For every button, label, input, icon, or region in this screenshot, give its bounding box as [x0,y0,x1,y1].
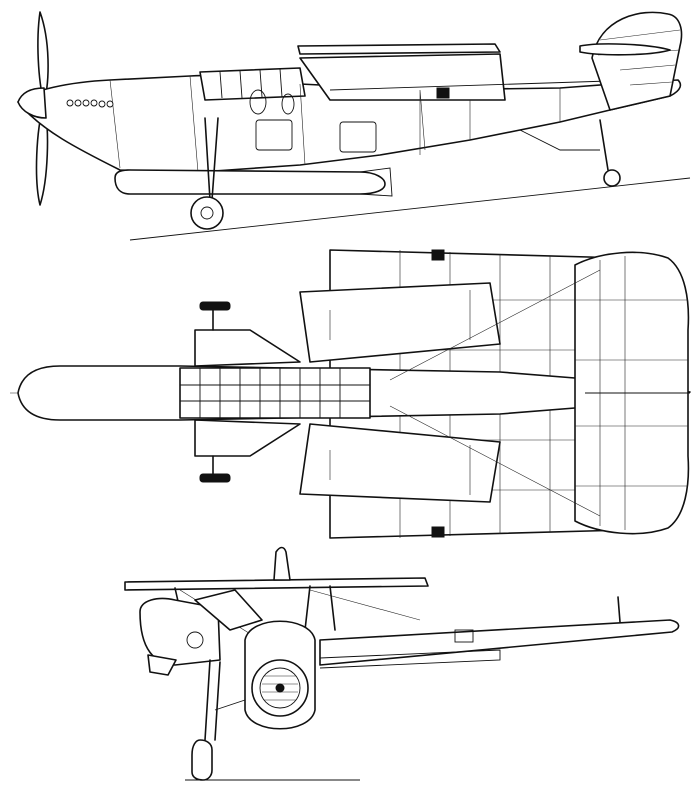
top-view [10,249,691,539]
top-wheel-upper [199,301,231,311]
side-propeller [35,11,49,206]
side-tailplane [579,43,671,56]
side-torpedo [114,169,386,195]
side-spinner [17,87,47,119]
side-folded-wing [299,53,506,101]
top-folded-wing-lower [299,423,501,503]
side-view [17,11,691,241]
front-wing-fold-fairing [139,597,221,666]
side-fuselage [17,74,682,173]
top-wing-root-lower [194,419,301,457]
top-folded-wing-upper [299,282,501,363]
front-view [124,546,680,781]
top-wing-root-upper [194,329,301,367]
side-canopy [199,67,306,101]
front-upper-wing [124,577,429,591]
front-lower-wing [319,619,680,666]
side-main-wheel [190,196,224,230]
front-main-gear-strut [204,659,221,741]
front-fin [273,546,291,581]
side-tail-wheel [603,169,621,187]
side-tail-fin [591,11,683,111]
side-tail-gear-strut [599,119,609,171]
top-wheel-lower [199,473,231,483]
side-upper-wing [297,43,501,55]
front-canopy [194,589,263,631]
top-canopy [179,367,371,419]
side-main-gear-strut [204,117,219,201]
side-exhaust-stubs [66,99,114,108]
front-main-wheel [191,739,213,781]
side-ground-line [129,177,691,241]
